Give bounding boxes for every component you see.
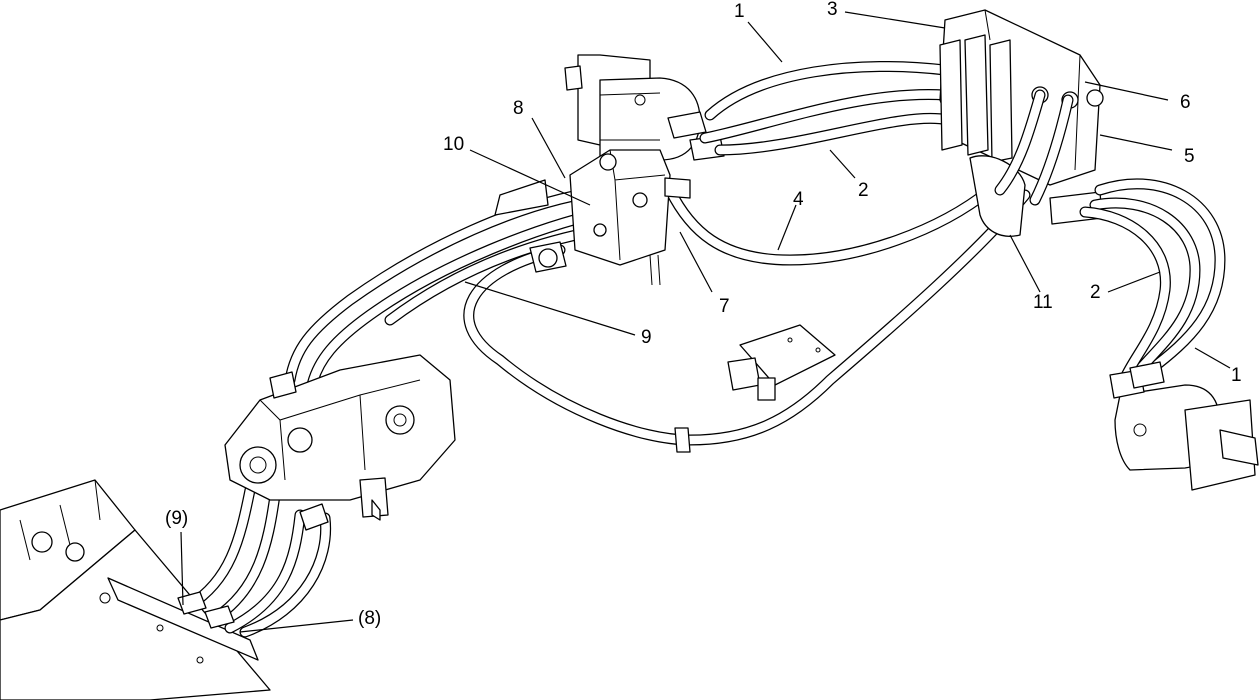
callout-9-ref: (9) [165, 508, 188, 529]
left-motor-hoses [699, 60, 954, 156]
callout-9: 9 [641, 327, 652, 348]
pump-supply-hoses [284, 184, 621, 391]
callout-3: 3 [827, 0, 838, 20]
callout-1-right: 1 [1231, 365, 1242, 386]
callout-8: 8 [513, 98, 524, 119]
callout-4: 4 [793, 189, 804, 210]
hydraulic-pump [224, 354, 456, 521]
mounting-bracket [727, 324, 836, 401]
callout-2-right: 2 [1090, 282, 1101, 303]
hose-9-loop [463, 189, 1031, 453]
callout-2-mid: 2 [858, 180, 869, 201]
leader-lines [180, 11, 1231, 633]
callout-11: 11 [1033, 292, 1053, 313]
callout-7: 7 [719, 296, 730, 317]
right-drive-motor [1109, 361, 1259, 491]
pump-lower-hoses [177, 484, 332, 638]
callout-labels: 1 3 6 5 8 10 2 4 7 11 2 9 1 (9) (8) [165, 0, 1242, 629]
callout-10: 10 [443, 134, 464, 155]
right-motor-hoses [994, 89, 1226, 384]
left-drive-motor [564, 54, 725, 161]
callout-8-ref: (8) [358, 608, 381, 629]
frame-rail [0, 479, 271, 700]
callout-1-top: 1 [734, 1, 745, 22]
hose-4 [664, 144, 1021, 266]
callout-6: 6 [1180, 92, 1191, 113]
callout-5: 5 [1184, 146, 1195, 167]
control-valve-block [494, 149, 691, 286]
